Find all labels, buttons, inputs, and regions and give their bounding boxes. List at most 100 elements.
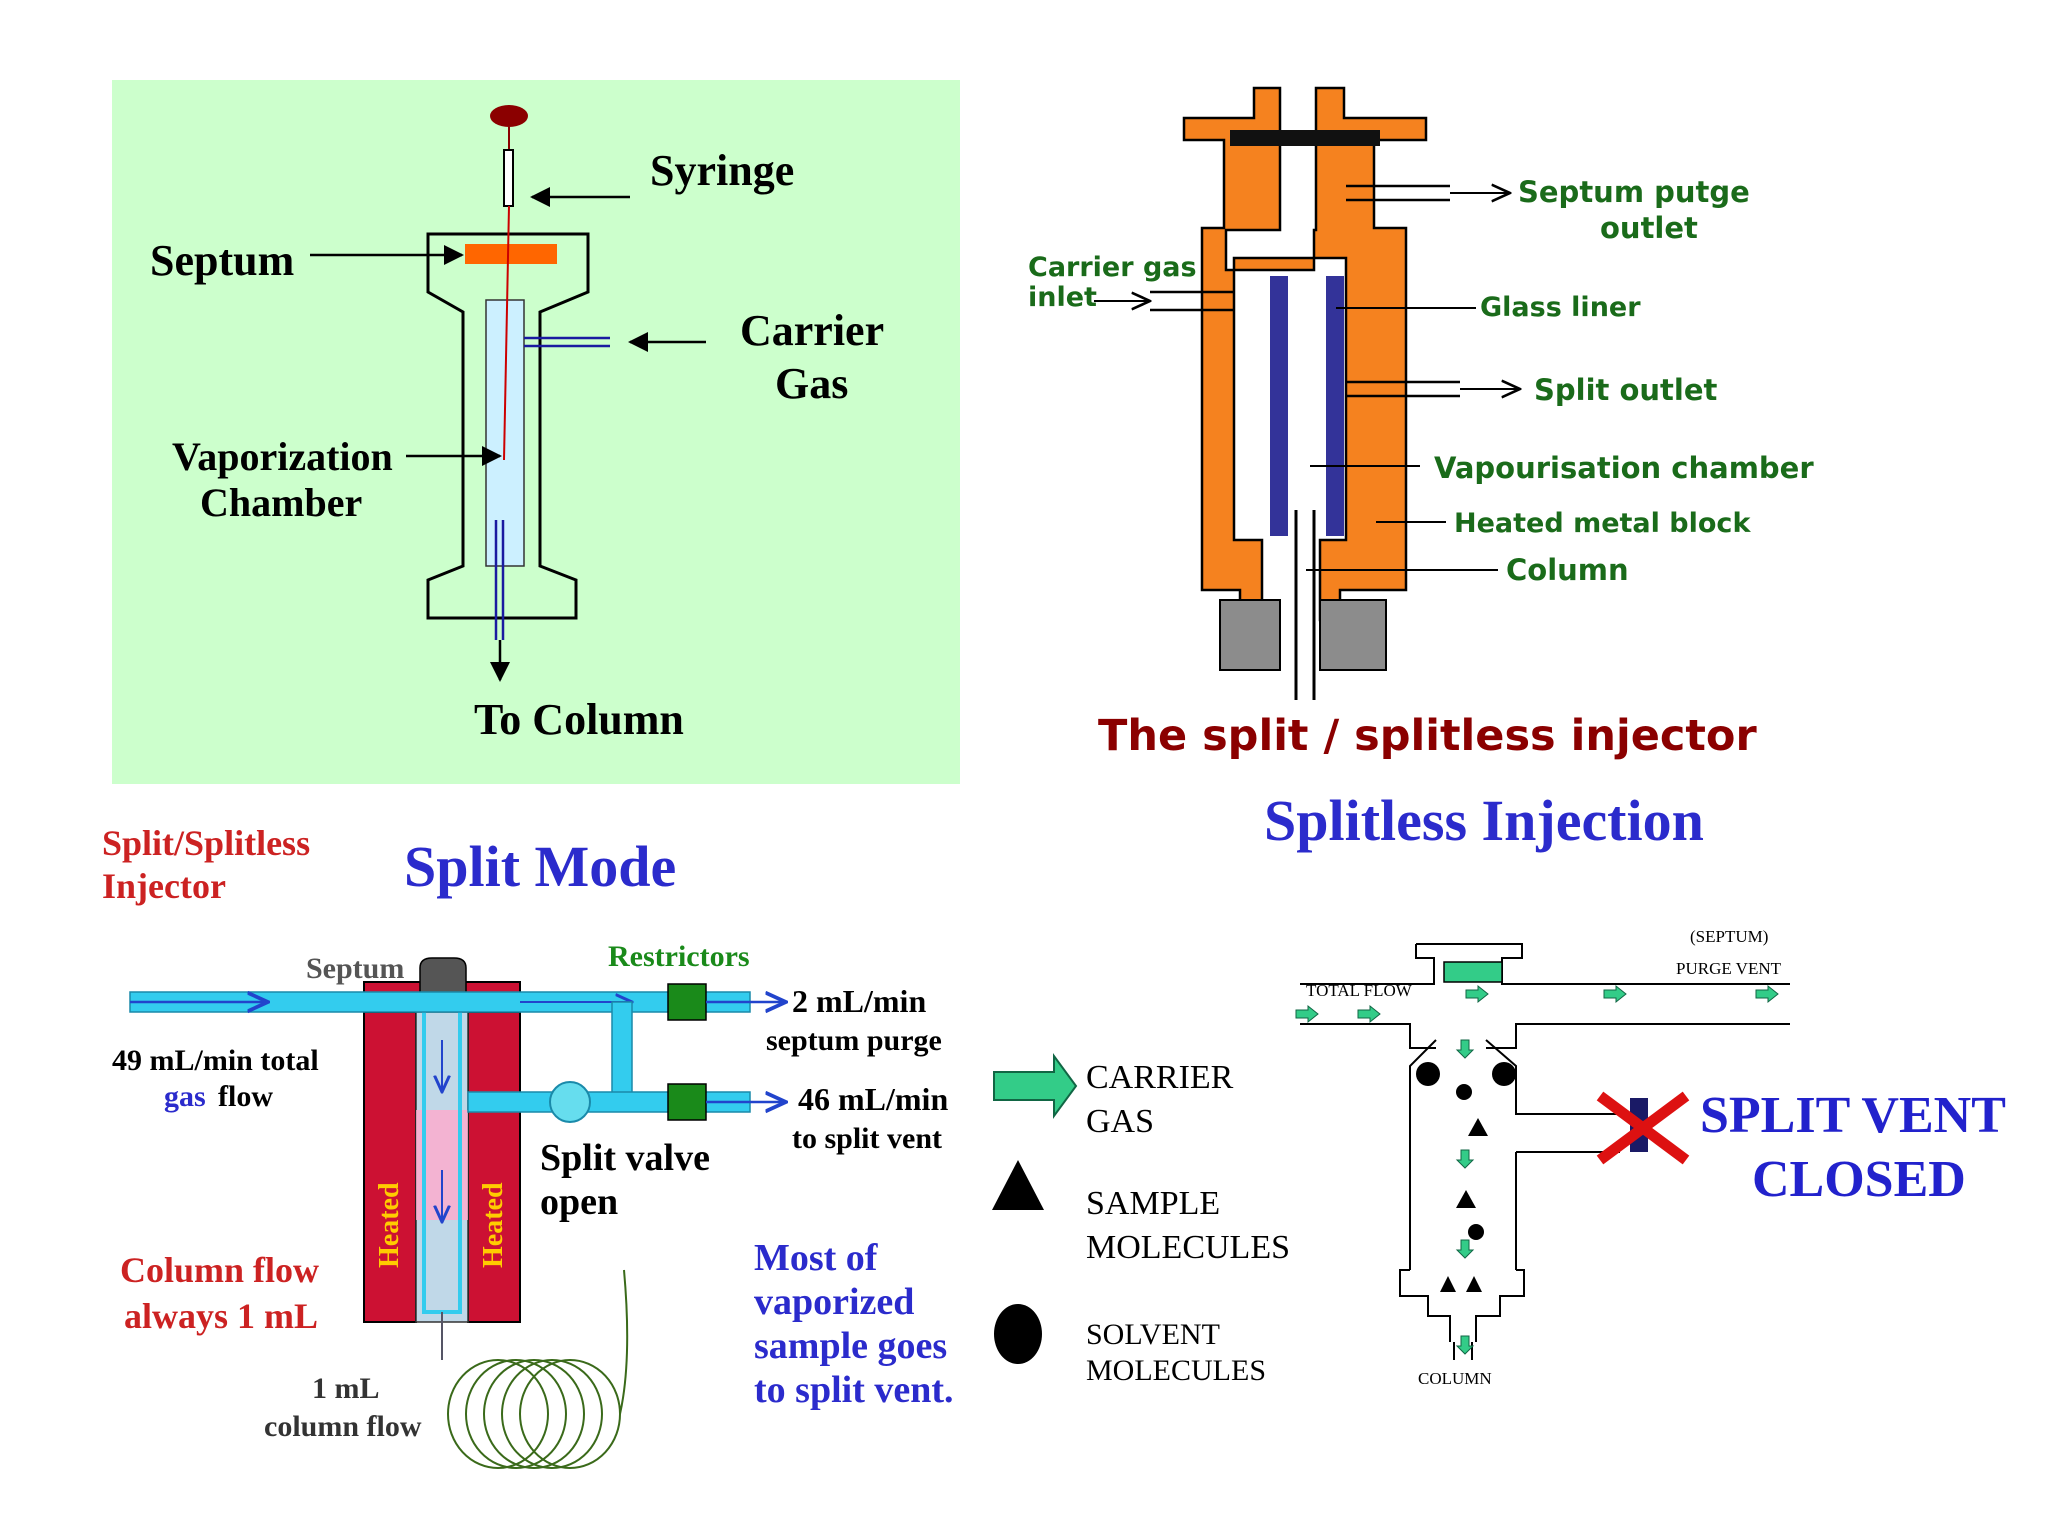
carrier-inlet-label-2: inlet — [1028, 282, 1097, 313]
septum-purge-label-1: Septum putge — [1518, 175, 1750, 209]
heater-block-left — [363, 995, 417, 1323]
down-arrow-2 — [1456, 1149, 1474, 1169]
vaporization-label-2: Chamber — [200, 480, 362, 525]
restrictors-label: Restrictors — [608, 940, 750, 973]
most-label-3: sample goes — [754, 1325, 947, 1367]
glass-liner-left — [1270, 276, 1288, 536]
septum-disc — [465, 244, 557, 264]
split-vent-label-2: to split vent — [792, 1122, 942, 1155]
split-mode-title: Split Mode — [404, 834, 676, 899]
column-label: Column — [1506, 553, 1629, 587]
legend-sample-2: MOLECULES — [1086, 1229, 1290, 1266]
panel-background — [112, 80, 960, 784]
vap-chamber-label: Vapourisation chamber — [1434, 451, 1814, 485]
carrier-label-2: Gas — [775, 359, 848, 408]
solvent-molecule — [1416, 1062, 1440, 1086]
simple-injector-panel: Syringe Septum Carrier Gas Vaporization … — [112, 80, 960, 784]
glass-liner-right — [1326, 276, 1344, 536]
closed-cross-2 — [1596, 1091, 1690, 1165]
septum-label: Septum — [150, 236, 294, 285]
purge-arrow-1 — [1465, 985, 1489, 1003]
purge-label-2: septum purge — [766, 1024, 942, 1057]
purge-arrow-3 — [1755, 985, 1779, 1003]
heated-metal-block — [1182, 86, 1428, 622]
total-flow-label-1: 49 mL/min total — [112, 1044, 319, 1077]
septum-purge-label-2: outlet — [1600, 211, 1698, 245]
split-vent-label-1: SPLIT VENT — [1700, 1087, 2006, 1144]
split-valve-label-2: open — [540, 1181, 618, 1223]
down-arrow-3 — [1456, 1239, 1474, 1259]
sample-molecule — [1440, 1276, 1456, 1292]
split-splitless-injector-panel: Septum putge outlet Carrier gas inlet Gl… — [1028, 86, 1814, 761]
splitless-injector-outline — [1300, 943, 1790, 1360]
solvent-molecule — [1492, 1062, 1516, 1086]
split-outlet-label: Split outlet — [1534, 373, 1718, 407]
legend-solvent-2: MOLECULES — [1086, 1354, 1266, 1387]
split-branch-vertical — [611, 1001, 633, 1103]
down-arrow-1 — [1456, 1039, 1474, 1059]
most-label-1: Most of — [754, 1237, 879, 1279]
total-flow-label: TOTAL FLOW — [1306, 981, 1413, 1000]
total-flow-arrow-1 — [1295, 1005, 1319, 1023]
restrictor-split — [667, 1083, 707, 1121]
legend-carrier-arrow-icon — [993, 1052, 1078, 1120]
heated-label-left: Heated — [374, 1182, 405, 1268]
heated-label-right: Heated — [478, 1182, 509, 1268]
septum-block — [1443, 961, 1503, 983]
injector-label-2: Injector — [102, 866, 226, 906]
column-flow-small-2: column flow — [264, 1410, 422, 1443]
purge-label-1: 2 mL/min — [792, 983, 926, 1019]
column-nut-right — [1319, 599, 1387, 671]
total-flow-arrow-2 — [1357, 1005, 1381, 1023]
vaporization-label-1: Vaporization — [172, 434, 393, 479]
sample-molecule — [1468, 1118, 1488, 1136]
legend-sample-triangle-icon — [992, 1160, 1044, 1210]
column-flow-small-1: 1 mL — [312, 1372, 380, 1405]
column-coil — [447, 1269, 629, 1469]
split-vent-label-2: CLOSED — [1752, 1151, 1966, 1208]
total-flow-label-2a: gas — [164, 1080, 206, 1113]
split-valve-label-1: Split valve — [540, 1137, 710, 1179]
heated-block-label: Heated metal block — [1454, 508, 1751, 539]
most-label-4: to split vent. — [754, 1369, 954, 1411]
legend-sample-1: SAMPLE — [1086, 1185, 1220, 1222]
most-label-2: vaporized — [754, 1281, 914, 1323]
syringe-label: Syringe — [650, 146, 794, 195]
carrier-label-1: Carrier — [740, 306, 884, 355]
syringe-barrel — [503, 149, 514, 207]
splitless-title: Splitless Injection — [1264, 788, 1704, 853]
split-valve — [549, 1081, 591, 1123]
split-vent-label-1: 46 mL/min — [798, 1081, 948, 1117]
injector-body — [426, 232, 590, 620]
splitless-injection-panel: Splitless Injection CARRIER GAS SAMPLE M… — [992, 788, 2006, 1388]
legend-carrier-2: GAS — [1086, 1103, 1154, 1140]
column-nut-left — [1219, 599, 1281, 671]
solvent-molecule — [1468, 1224, 1484, 1240]
purge-arrow-2 — [1603, 985, 1627, 1003]
down-arrow-4 — [1456, 1335, 1474, 1355]
syringe-plunger — [490, 105, 528, 127]
septum-label: Septum — [306, 952, 404, 985]
restrictor-purge — [667, 983, 707, 1021]
split-splitless-caption: The split / splitless injector — [1098, 711, 1757, 761]
split-mode-panel: Split/Splitless Injector Split Mode Heat… — [102, 823, 954, 1469]
solvent-molecule — [1456, 1084, 1472, 1100]
to-column-label: To Column — [474, 695, 684, 744]
column-label: COLUMN — [1418, 1369, 1492, 1388]
syringe-needle — [503, 205, 510, 461]
heater-block-right — [467, 995, 521, 1323]
injector-label-1: Split/Splitless — [102, 823, 310, 863]
total-flow-label-2b: flow — [218, 1080, 273, 1113]
septum-label: (SEPTUM) — [1690, 927, 1768, 946]
septum-bar — [1230, 130, 1380, 146]
sample-molecule — [1456, 1190, 1476, 1208]
legend-solvent-circle-icon — [994, 1304, 1042, 1364]
sample-molecule — [1466, 1276, 1482, 1292]
legend-solvent-1: SOLVENT — [1086, 1318, 1220, 1351]
glass-liner-label: Glass liner — [1480, 292, 1641, 323]
septum-cap — [419, 957, 467, 997]
column-flow-label-1: Column flow — [120, 1250, 319, 1290]
column-flow-label-2: always 1 mL — [124, 1296, 318, 1336]
purge-vent-label: PURGE VENT — [1676, 959, 1782, 978]
